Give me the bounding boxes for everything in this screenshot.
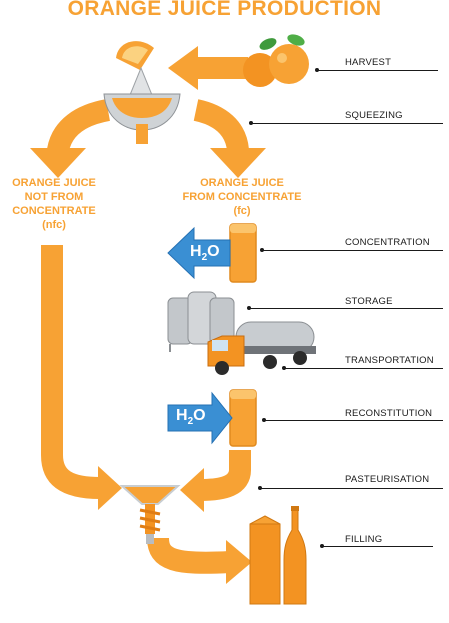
arrow-fc-to-pasteurisation [199, 450, 251, 501]
branch-nfc-line-1: ORANGE JUICE [12, 177, 96, 189]
juice-bottle-icon [283, 506, 307, 605]
branch-label-fc: ORANGE JUICE FROM CONCENTRATE (fc) [180, 176, 304, 218]
tanker-truck-icon [207, 321, 316, 375]
step-label-concentration: CONCENTRATION [345, 237, 430, 248]
step-label-harvest: HARVEST [345, 57, 392, 68]
branch-nfc-line-4: (nfc) [42, 219, 66, 231]
juice-carton-icon [249, 515, 281, 605]
arrowhead-filling [226, 540, 252, 584]
callout-line-storage [250, 308, 443, 309]
water-in-arrow [167, 391, 233, 445]
funnel-icon [119, 485, 181, 544]
arrowhead-fc [210, 148, 266, 178]
water-subscript: 2 [201, 252, 208, 264]
arrowhead-nfc-funnel [98, 466, 122, 510]
arrow-pasteurisation-to-filling [147, 537, 231, 574]
step-label-filling: FILLING [345, 534, 383, 545]
water-out-label: H2O [190, 243, 220, 263]
step-label-storage: STORAGE [345, 296, 393, 307]
water-in-label: H2O [176, 407, 206, 427]
water-subscript-2: 2 [187, 416, 194, 428]
arrowhead-fc-funnel [180, 468, 204, 512]
arrowhead-harvest [168, 46, 198, 90]
callout-dot-harvest [315, 68, 319, 72]
water-symbol-o: O [207, 243, 220, 260]
step-label-reconstitution: RECONSTITUTION [345, 408, 433, 419]
branch-nfc-line-2: NOT FROM [24, 191, 84, 203]
arrowhead-nfc [30, 148, 86, 178]
callout-line-transportation [285, 368, 443, 369]
callout-dot-filling [320, 544, 324, 548]
branch-fc-line-1: ORANGE JUICE [200, 177, 284, 189]
arrow-squeezing-to-nfc [47, 99, 111, 153]
water-out-arrow [167, 226, 231, 280]
water-symbol-h: H [190, 243, 202, 260]
callout-dot-transportation [282, 366, 286, 370]
water-symbol-h-2: H [176, 407, 188, 424]
step-label-transportation: TRANSPORTATION [345, 355, 434, 366]
branch-label-nfc: ORANGE JUICE NOT FROM CONCENTRATE (nfc) [8, 176, 100, 232]
callout-dot-reconstitution [262, 418, 266, 422]
storage-tanks-icon [167, 291, 235, 352]
callout-line-squeezing [252, 123, 443, 124]
branch-nfc-line-3: CONCENTRATE [12, 205, 96, 217]
step-label-squeezing: SQUEEZING [345, 110, 403, 121]
branch-fc-line-3: (fc) [233, 205, 251, 217]
arrow-squeezing-to-fc [193, 99, 249, 152]
callout-line-harvest [318, 70, 438, 71]
callout-line-reconstitution [265, 420, 443, 421]
water-symbol-o-2: O [193, 407, 206, 424]
oranges-icon [243, 34, 309, 87]
callout-dot-pasteurisation [258, 486, 262, 490]
juicer-icon [103, 41, 181, 144]
callout-dot-concentration [260, 248, 264, 252]
flow-arrows [41, 57, 251, 574]
page-title: ORANGE JUICE PRODUCTION [67, 0, 382, 20]
arrow-nfc-to-pasteurisation [41, 245, 101, 499]
callout-line-concentration [263, 250, 443, 251]
callout-line-filling [323, 546, 433, 547]
step-label-pasteurisation: PASTEURISATION [345, 474, 430, 485]
callout-line-pasteurisation [261, 488, 443, 489]
callout-dot-squeezing [249, 121, 253, 125]
branch-fc-line-2: FROM CONCENTRATE [182, 191, 302, 203]
callout-dot-storage [247, 306, 251, 310]
